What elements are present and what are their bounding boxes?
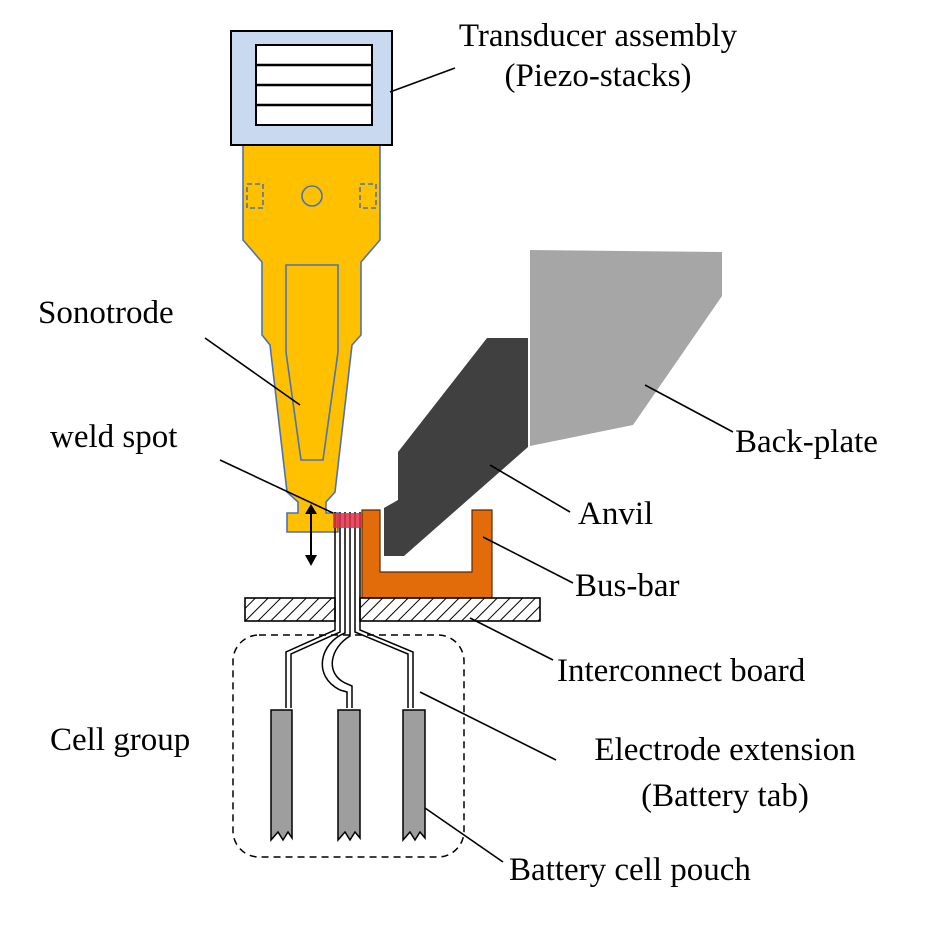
interconnect-board [244, 597, 541, 622]
electrode-label-line1: Electrode extension [594, 732, 855, 768]
battery-pouch [337, 709, 361, 842]
cell-group-boundary [232, 634, 465, 858]
sonotrode-slot [285, 264, 339, 461]
transducer-label-line1: Transducer assembly [459, 18, 738, 54]
weld-spot-label: weld spot [50, 419, 177, 455]
vibration-arrow-icon [305, 504, 317, 566]
sonotrode-label: Sonotrode [38, 295, 174, 331]
sonotrode-clamp-left [246, 183, 264, 209]
sonotrode-clamp-right [359, 183, 377, 209]
sonotrode-hole [301, 185, 323, 207]
battery-pouch [402, 709, 426, 842]
back-plate-shape [530, 250, 722, 446]
anvil-label: Anvil [578, 496, 653, 532]
anvil-shape [384, 338, 528, 556]
battery-cell-pouches [270, 709, 426, 842]
interconnect-board-label: Interconnect board [557, 653, 806, 689]
electrode-label-line2: (Battery tab) [641, 778, 809, 814]
leader-lines [204, 67, 734, 863]
weld-spot-mark [333, 513, 362, 528]
cell-group-label: Cell group [50, 722, 190, 758]
electrode-extensions [285, 512, 414, 708]
transducer-label-line2: (Piezo-stacks) [505, 58, 692, 94]
battery-pouch-label: Battery cell pouch [509, 852, 751, 888]
bus-bar-label: Bus-bar [575, 568, 679, 604]
sonotrode-shape [242, 144, 381, 533]
back-plate-label: Back-plate [735, 424, 878, 460]
battery-pouch [270, 709, 293, 842]
